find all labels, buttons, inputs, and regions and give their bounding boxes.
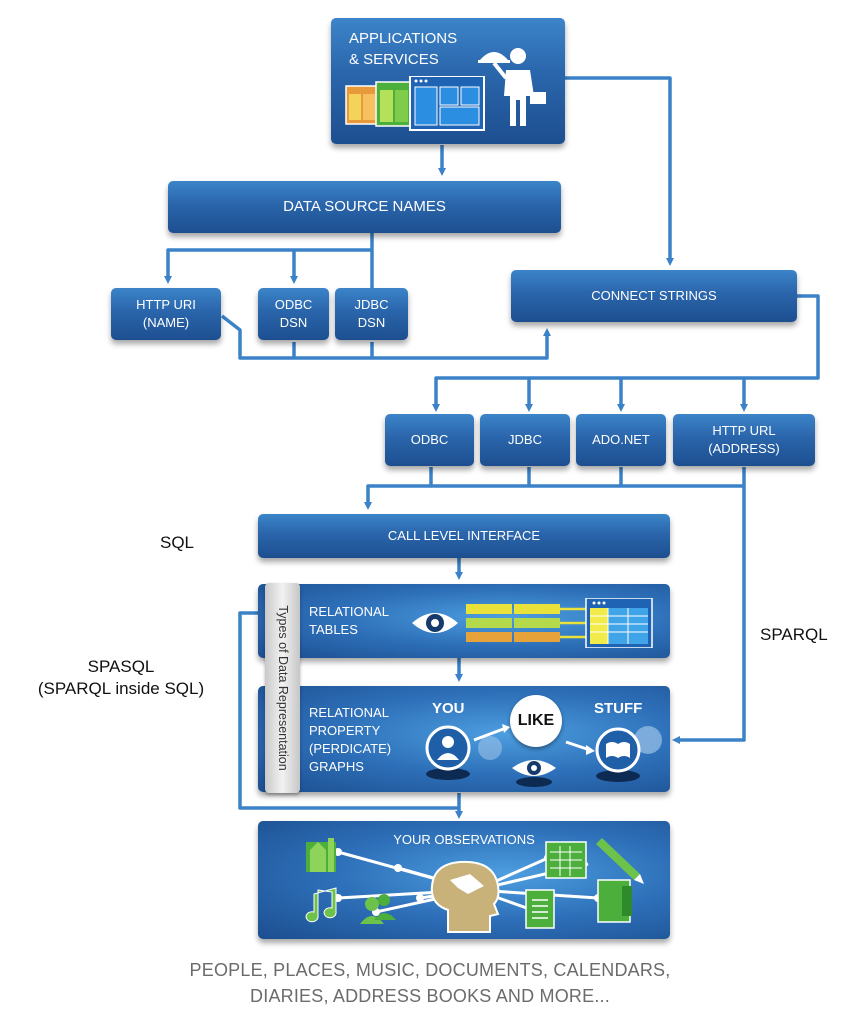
connect-strings-label: CONNECT STRINGS	[591, 288, 717, 303]
stuff-label: STUFF	[594, 700, 643, 717]
http-url-box: HTTP URL (ADDRESS)	[673, 414, 815, 466]
types-of-data-representation-label: Types of Data Representation	[275, 605, 290, 771]
jdbc-label: JDBC	[508, 432, 542, 447]
wire-dsn-to-httpuri	[164, 248, 372, 284]
jdbc-dsn-label: JDBC DSN	[354, 297, 389, 330]
call-level-interface-box: CALL LEVEL INTERFACE	[258, 514, 670, 558]
sparql-label: SPARQL	[760, 625, 828, 644]
data-source-names-label: DATA SOURCE NAMES	[283, 198, 446, 215]
waiter-icon	[478, 48, 546, 126]
eye-icon	[412, 613, 458, 633]
table-rows-icon	[466, 598, 653, 648]
wire-sparql	[672, 467, 746, 744]
sql-label: SQL	[160, 533, 195, 552]
types-of-data-representation-tab: Types of Data Representation	[265, 583, 300, 793]
ado-net-box: ADO.NET	[576, 414, 666, 466]
relational-graphs-label: RELATIONAL PROPERTY (PERDICATE) GRAPHS	[309, 705, 392, 774]
connect-strings-box: CONNECT STRINGS	[511, 270, 797, 322]
ado-net-label: ADO.NET	[592, 432, 650, 447]
your-observations-label: YOUR OBSERVATIONS	[393, 832, 535, 847]
http-url-label: HTTP URL (ADDRESS)	[708, 423, 780, 456]
like-circle: LIKE	[510, 695, 562, 747]
data-source-names-box: DATA SOURCE NAMES	[168, 181, 561, 233]
call-level-interface-label: CALL LEVEL INTERFACE	[387, 528, 541, 543]
like-label: LIKE	[517, 712, 555, 729]
footer-caption: PEOPLE, PLACES, MUSIC, DOCUMENTS, CALEND…	[189, 960, 671, 1006]
spasql-label: SPASQL (SPARQL inside SQL)	[37, 657, 205, 698]
relational-tables-label: RELATIONAL TABLES	[309, 604, 389, 637]
you-label: YOU	[432, 700, 465, 717]
odbc-dsn-label: ODBC DSN	[274, 297, 313, 330]
wire-drivers-to-cli	[364, 467, 433, 510]
app-windows-icon	[345, 76, 485, 131]
jdbc-box: JDBC	[480, 414, 570, 466]
jdbc-dsn-box: JDBC DSN	[335, 288, 408, 340]
http-uri-label: HTTP URI (NAME)	[136, 297, 196, 330]
graph-nodes-icon	[425, 724, 662, 787]
odbc-dsn-box: ODBC DSN	[258, 288, 329, 340]
odbc-box: ODBC	[385, 414, 474, 466]
http-uri-box: HTTP URI (NAME)	[111, 288, 221, 340]
wire-apps-to-connect	[565, 76, 674, 266]
applications-services-label: APPLICATIONS & SERVICES	[349, 30, 458, 68]
observations-icons	[305, 838, 644, 933]
odbc-label: ODBC	[410, 432, 449, 447]
